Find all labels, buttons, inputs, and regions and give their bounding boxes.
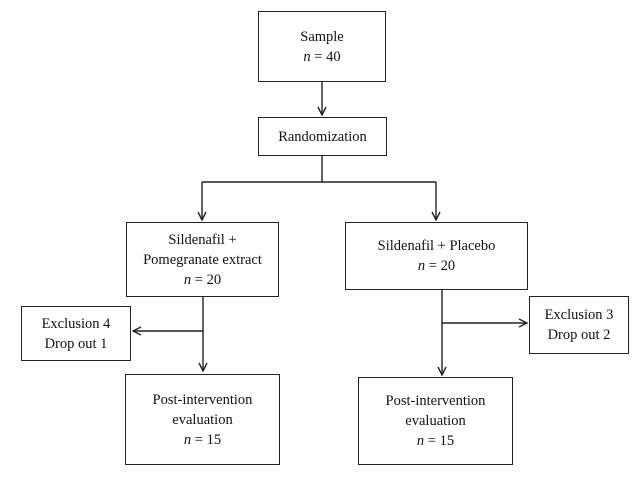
exclusion-b-line2: Drop out 2: [547, 327, 611, 343]
exclusion-b-line1: Exclusion 3: [544, 307, 614, 323]
exclusion-a-line1: Exclusion 4: [41, 315, 111, 332]
post-a-box: Post-intervention evaluation n = 15: [125, 374, 280, 465]
post-b-line1: Post-intervention: [385, 393, 486, 409]
group-a-n-symbol: n: [183, 271, 192, 288]
post-a-n-symbol: n: [183, 431, 192, 448]
sample-label: Sample: [300, 28, 344, 45]
sample-n-value: = 40: [310, 48, 341, 65]
post-a-line1: Post-intervention: [152, 391, 253, 408]
group-b-n: n = 20: [418, 256, 455, 276]
exclusion-a-line2: Drop out 1: [44, 335, 108, 352]
randomization-label: Randomization: [278, 128, 367, 145]
post-b-n: n = 15: [417, 431, 454, 451]
post-a-line2: evaluation: [172, 411, 233, 428]
exclusion-b-box: Exclusion 3 Drop out 2: [529, 296, 629, 354]
group-a-line1: Sildenafil +: [168, 231, 237, 248]
post-b-box: Post-intervention evaluation n = 15: [358, 377, 513, 465]
group-a-line2: Pomegranate extract: [143, 251, 262, 268]
post-b-n-symbol: n: [416, 433, 425, 449]
group-b-line1: Sildenafil + Placebo: [377, 238, 496, 254]
post-a-n-value: = 15: [191, 431, 222, 448]
randomization-box: Randomization: [258, 117, 387, 156]
post-b-line2: evaluation: [405, 413, 466, 429]
group-a-box: Sildenafil + Pomegranate extract n = 20: [126, 222, 279, 297]
post-a-n: n = 15: [184, 430, 221, 450]
sample-n-symbol: n: [303, 48, 311, 65]
sample-box: Sample n = 40: [258, 11, 386, 82]
group-a-n: n = 20: [184, 270, 221, 290]
group-b-box: Sildenafil + Placebo n = 20: [345, 222, 528, 290]
group-b-n-value: = 20: [425, 258, 456, 274]
group-b-n-symbol: n: [417, 258, 426, 274]
group-a-n-value: = 20: [191, 271, 222, 288]
post-b-n-value: = 15: [424, 433, 455, 449]
sample-n: n = 40: [303, 47, 340, 67]
exclusion-a-box: Exclusion 4 Drop out 1: [21, 306, 131, 361]
